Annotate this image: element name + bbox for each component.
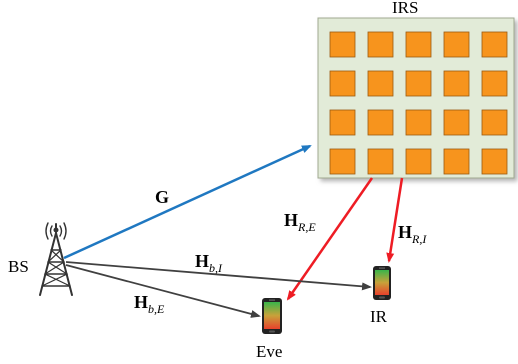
irs-element	[367, 70, 394, 97]
irs-element	[443, 70, 470, 97]
label-g: G	[155, 187, 169, 207]
irs-label: IRS	[392, 0, 418, 17]
irs-element	[329, 109, 356, 136]
irs-element	[329, 31, 356, 58]
irs-element-grid	[329, 31, 508, 175]
eve-phone-icon	[262, 298, 282, 334]
irs-panel	[317, 17, 515, 179]
irs-element	[481, 109, 508, 136]
ir-phone-icon	[373, 266, 391, 300]
arrow-g	[63, 144, 312, 260]
irs-element	[405, 70, 432, 97]
ir-label: IR	[370, 307, 388, 326]
irs-element	[443, 31, 470, 58]
irs-element	[367, 31, 394, 58]
irs-element	[367, 109, 394, 136]
irs-element	[481, 31, 508, 58]
irs-element	[481, 148, 508, 175]
irs-element	[481, 70, 508, 97]
irs-element	[329, 70, 356, 97]
arrow-h-re	[286, 177, 374, 301]
irs-element	[405, 31, 432, 58]
arrow-h-be	[65, 264, 261, 318]
bs-tower-icon	[39, 222, 73, 296]
irs-element	[405, 148, 432, 175]
label-h-ri: HR,I	[398, 222, 427, 246]
label-h-bi: Hb,I	[195, 251, 223, 275]
irs-element	[367, 148, 394, 175]
irs-element	[329, 148, 356, 175]
irs-element	[405, 109, 432, 136]
arrow-h-bi	[65, 261, 372, 291]
label-h-re: HR,E	[284, 210, 316, 234]
irs-element	[443, 109, 470, 136]
bs-label: BS	[8, 257, 29, 276]
label-h-be: Hb,E	[134, 292, 165, 316]
irs-element	[443, 148, 470, 175]
eve-label: Eve	[256, 342, 282, 361]
arrow-h-ri	[386, 177, 404, 263]
